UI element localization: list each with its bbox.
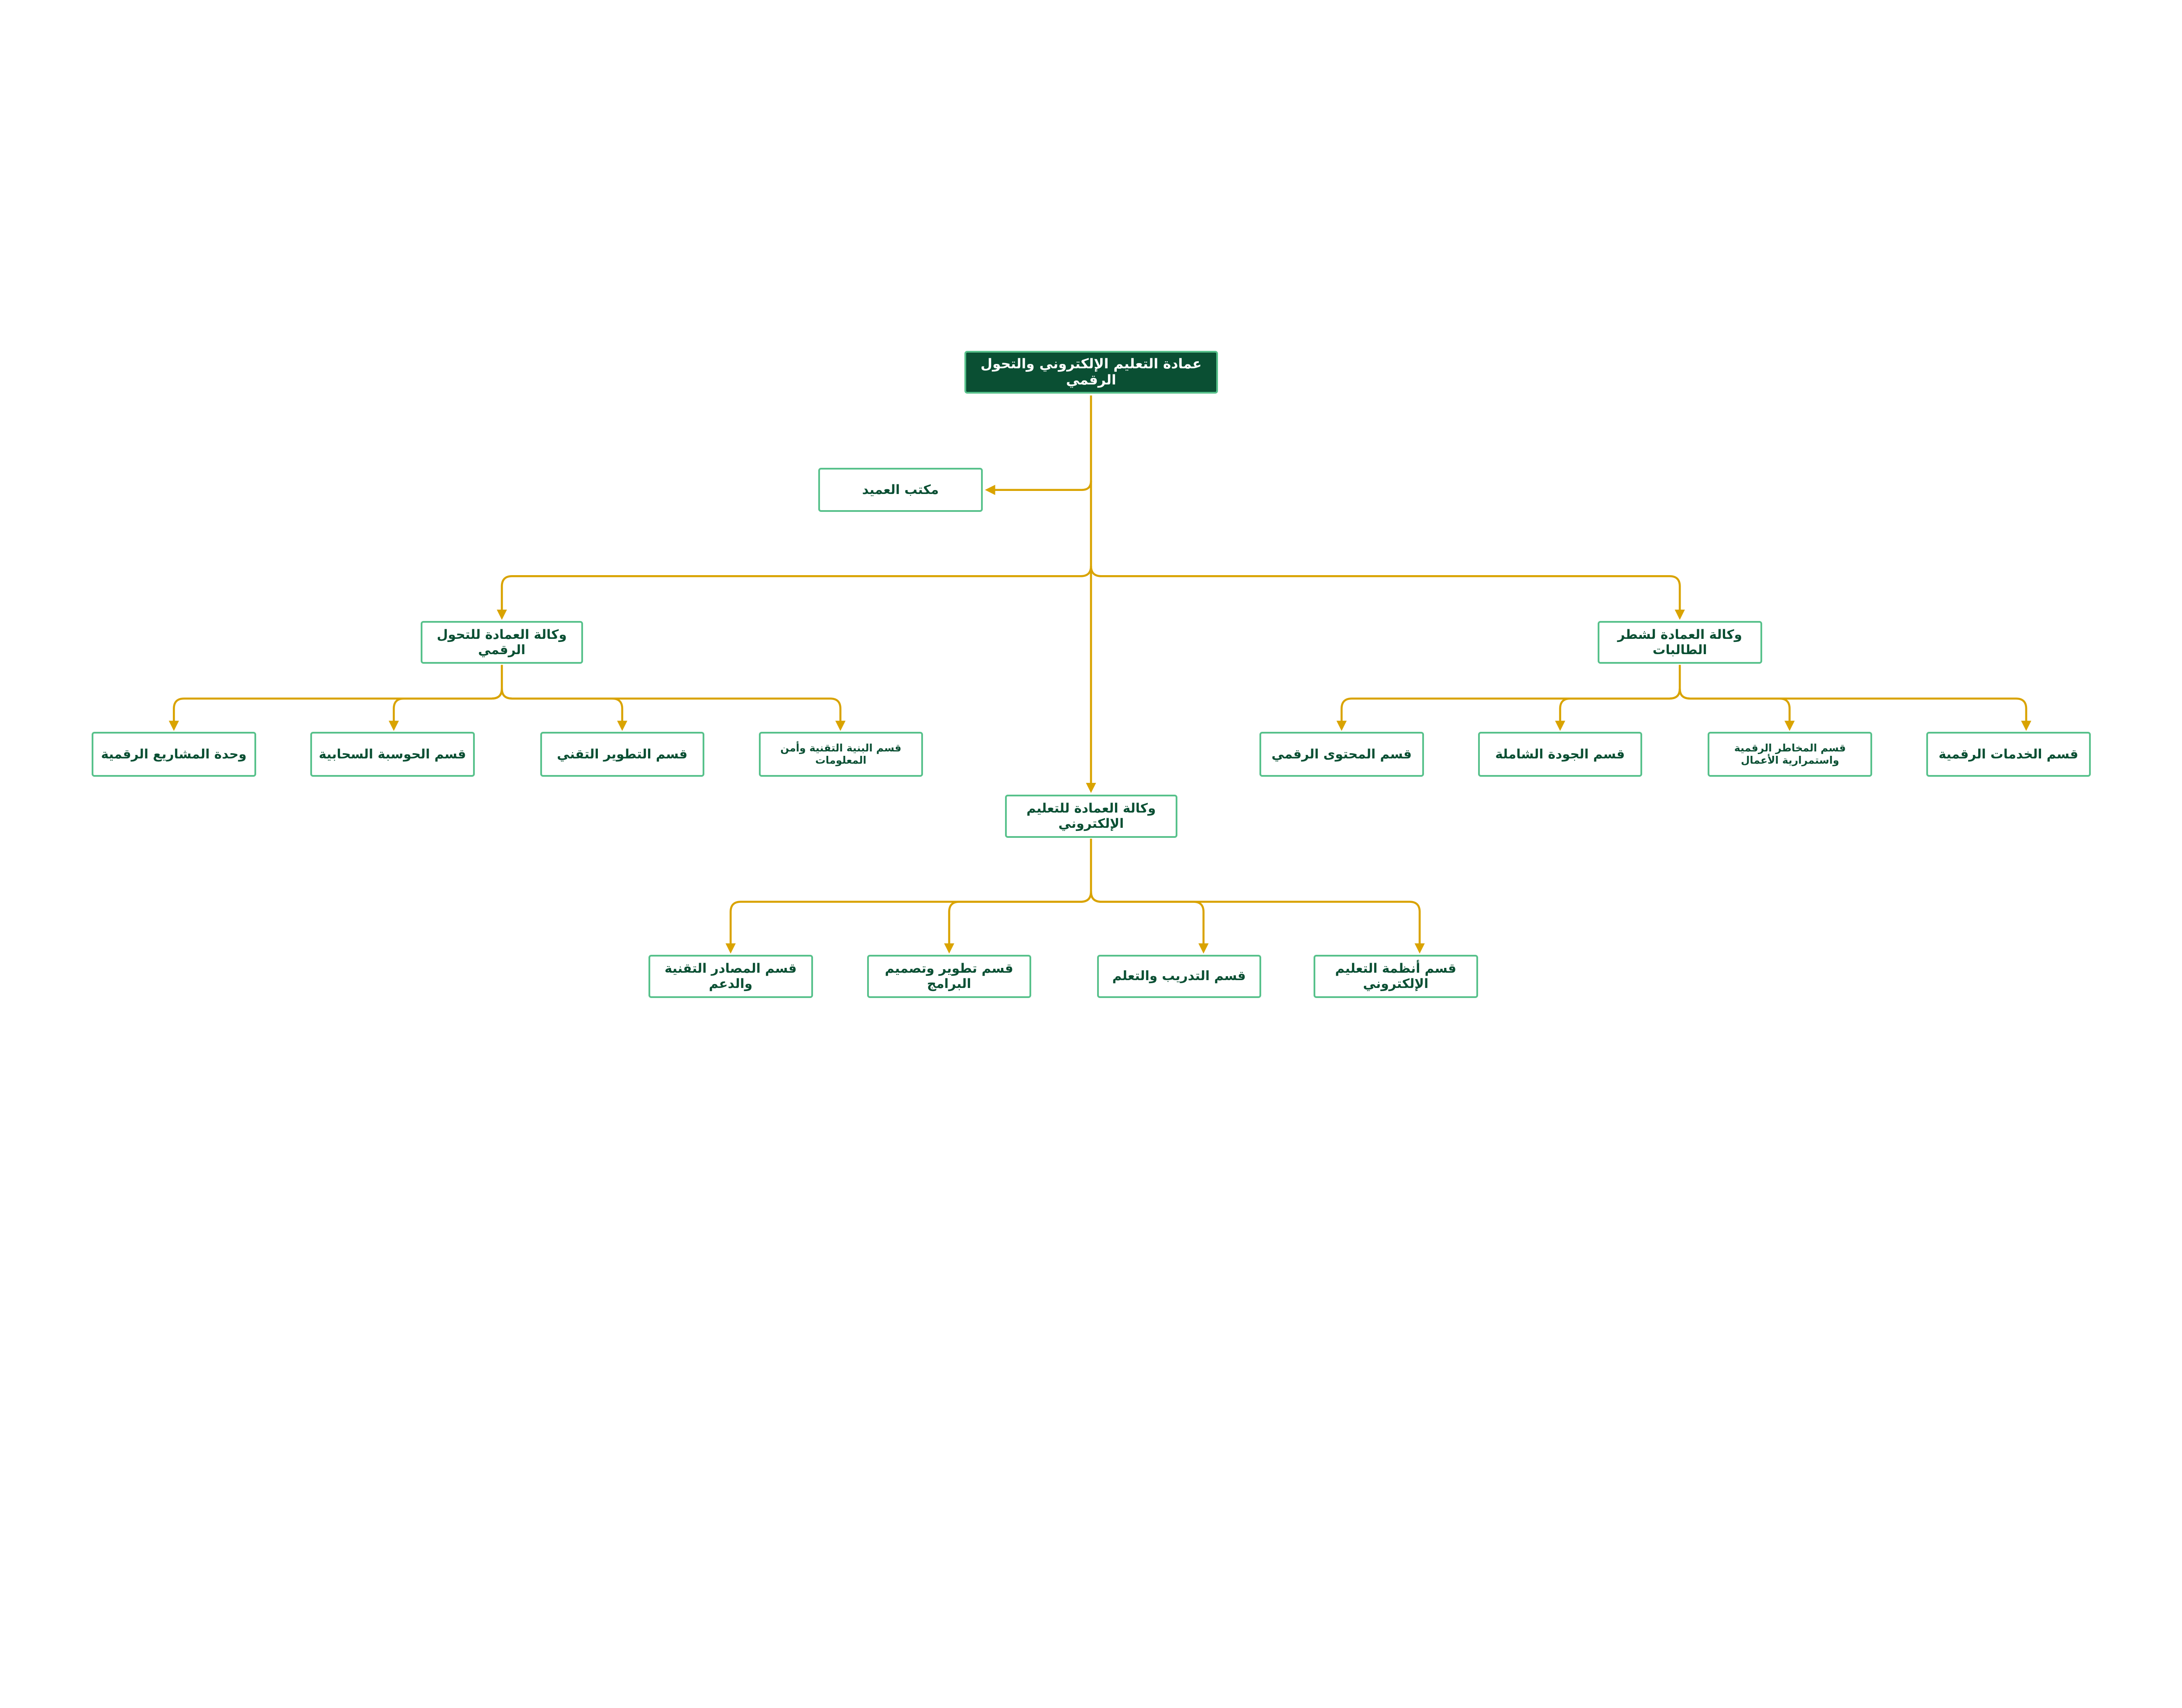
connector-office <box>985 480 1092 495</box>
connector-digital-c2 <box>388 689 503 731</box>
node-training-learning[interactable]: قسم التدريب والتعلم <box>1097 954 1261 998</box>
node-cloud-computing[interactable]: قسم الحوسبة السحابية <box>310 732 475 777</box>
node-digital-services[interactable]: قسم الخدمات الرقمية <box>1926 732 2091 777</box>
node-root[interactable]: عمادة التعليم الإلكتروني والتحول الرقمي <box>964 350 1218 394</box>
node-vp-elearning[interactable]: وكالة العمادة للتعليم الإلكتروني <box>1005 795 1177 838</box>
connector-female-c2 <box>1555 689 1681 731</box>
connector-digital-c4 <box>501 689 846 731</box>
node-total-quality[interactable]: قسم الجودة الشاملة <box>1478 732 1642 777</box>
node-digital-content[interactable]: قسم المحتوى الرقمي <box>1259 732 1424 777</box>
node-digital-risk-continuity[interactable]: قسم المخاطر الرقمية واستمرارية الأعمال <box>1708 732 1872 777</box>
node-program-design[interactable]: قسم تطوير وتصميم البرامج <box>867 954 1031 998</box>
node-vp-female-section[interactable]: وكالة العمادة لشطر الطالبات <box>1598 621 1762 664</box>
node-technical-development[interactable]: قسم التطوير التقني <box>540 732 704 777</box>
connector-vp-female <box>1090 566 1685 620</box>
org-chart: عمادة التعليم الإلكتروني والتحول الرقمي … <box>92 350 2091 998</box>
connector-elearning-c1 <box>725 838 1092 954</box>
node-elearning-systems[interactable]: قسم أنظمة التعليم الإلكتروني <box>1314 954 1478 998</box>
node-vp-digital-transformation[interactable]: وكالة العمادة للتحول الرقمي <box>420 621 583 664</box>
connector-digital-c3 <box>501 689 628 731</box>
node-dean-office[interactable]: مكتب العميد <box>818 467 983 512</box>
connector-elearning-c4 <box>1090 891 1425 954</box>
connector-digital-c1 <box>168 665 503 731</box>
connector-female-c1 <box>1336 665 1681 731</box>
connectors <box>168 395 2031 954</box>
connector-female-c3 <box>1678 689 1795 731</box>
connector-elearning-c3 <box>1090 891 1209 954</box>
node-infrastructure-security[interactable]: قسم البنية التقنية وأمن المعلومات <box>758 732 923 777</box>
node-digital-projects-unit[interactable]: وحدة المشاريع الرقمية <box>92 732 256 777</box>
connector-vp-digital <box>497 566 1092 620</box>
connector-female-c4 <box>1678 689 2031 731</box>
node-technical-resources-support[interactable]: قسم المصادر التقنية والدعم <box>648 954 813 998</box>
connector-elearning-c2 <box>944 891 1092 954</box>
